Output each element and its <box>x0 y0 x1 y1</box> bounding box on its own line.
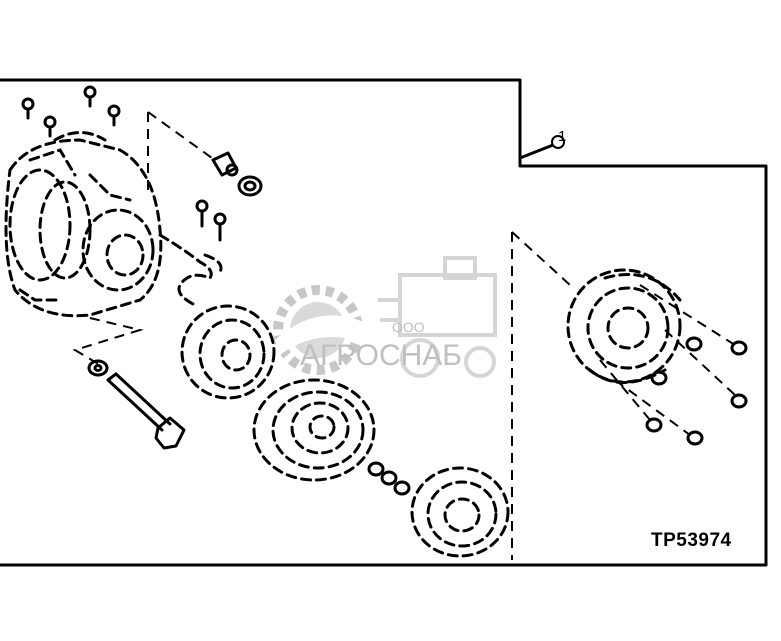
washer-icon <box>380 470 398 486</box>
bolt-icon <box>650 370 668 386</box>
pulley-bottom <box>410 466 510 558</box>
bolt-icon <box>685 336 703 352</box>
bolt-icon <box>213 212 227 242</box>
callout-1 <box>518 135 565 160</box>
mounting-bolts <box>195 199 227 242</box>
washer-icon <box>393 480 411 496</box>
electrical-lead <box>158 233 213 307</box>
top-bolts <box>21 85 121 138</box>
nut-icon <box>237 175 263 197</box>
gear-logo-icon <box>273 285 370 375</box>
pulley-small <box>180 304 276 400</box>
fitting-assembly <box>211 151 263 197</box>
bolt-icon <box>730 393 748 409</box>
bolt-icon <box>43 115 57 138</box>
bolt-icon <box>195 199 209 228</box>
watermark-prefix: ООО <box>392 319 425 335</box>
watermark-company-name: АГРОСНАБ <box>300 339 462 372</box>
long-bolt <box>106 372 186 450</box>
figure-reference-code: TP53974 <box>651 530 732 551</box>
washer-icon <box>367 461 385 477</box>
compressor-body <box>4 131 163 318</box>
bolt-icon <box>21 97 35 120</box>
callout-marker-icon <box>551 135 565 149</box>
callout-number: 1 <box>558 128 567 145</box>
clutch-assembly <box>511 231 682 384</box>
washer-stack <box>367 461 411 496</box>
bolt-icon <box>645 417 663 433</box>
leader-line <box>147 111 213 195</box>
bolt-icon <box>107 104 121 127</box>
agrosnab-watermark: ООО АГРОСНАБ <box>273 256 497 378</box>
leader-line <box>72 317 144 366</box>
washer-icon <box>87 359 109 377</box>
combine-harvester-icon <box>378 256 497 378</box>
bolt-icon <box>686 430 704 446</box>
bolt-icon <box>730 340 748 356</box>
pulley-large <box>252 378 376 482</box>
bolt-icon <box>83 85 97 108</box>
clutch-bolts <box>599 284 748 446</box>
diagram-frame <box>0 78 768 567</box>
